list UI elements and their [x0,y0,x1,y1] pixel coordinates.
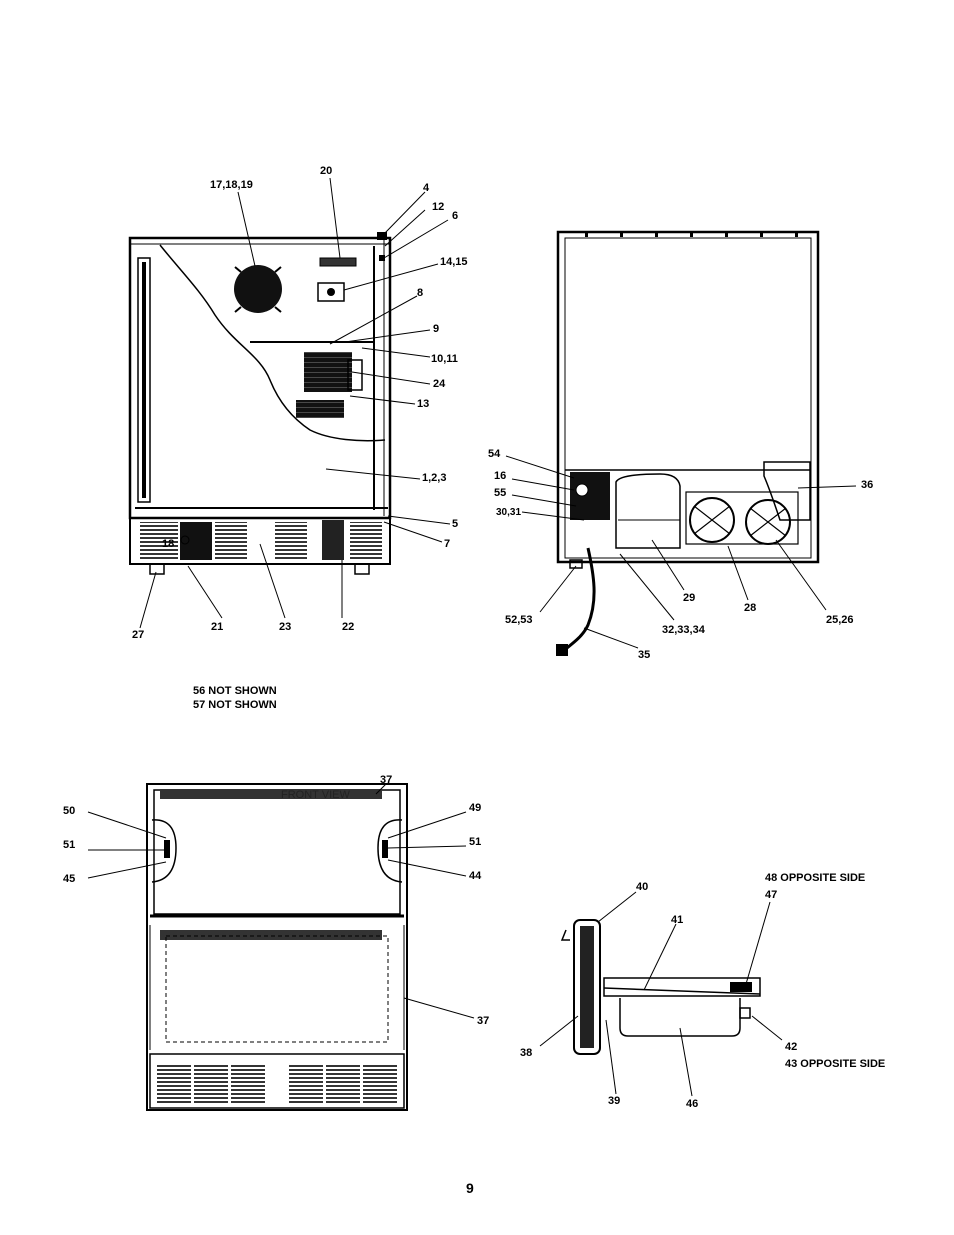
callout-8: 8 [417,287,424,299]
callout-7: 7 [444,538,451,550]
callout-23: 23 [279,621,292,633]
callout-28: 28 [744,602,757,614]
callout-47: 47 [765,889,778,901]
callout-41: 41 [671,914,684,926]
page-number: 9 [466,1180,474,1196]
note-56: 56 NOT SHOWN [193,685,277,697]
callout-49: 49 [469,802,482,814]
callout-36: 36 [861,479,874,491]
callout-37-side: 37 [477,1015,490,1027]
callout-50: 50 [63,805,76,817]
callout-1-2-3: 1,2,3 [422,472,447,484]
callout-21: 21 [211,621,224,633]
callout-6: 6 [452,210,459,222]
rear-view [505,230,857,656]
callout-37-top: 37 [380,774,393,786]
callout-35: 35 [638,649,651,661]
callout-29: 29 [683,592,696,604]
callout-22: 22 [342,621,355,633]
callout-20: 20 [320,165,333,177]
callout-24: 24 [433,378,446,390]
callout-25-26: 25,26 [826,614,854,626]
callout-10-11: 10,11 [431,353,458,365]
callout-30-31: 30,31 [496,507,522,518]
callout-48: 48 OPPOSITE SIDE [765,872,866,884]
callout-12: 12 [432,201,445,213]
callout-54: 54 [488,448,501,460]
front-view-caption: FRONT VIEW [281,789,350,801]
drawer-side-view [539,891,783,1097]
callout-44: 44 [469,870,482,882]
callout-17-18-19: 17,18,19 [210,179,253,191]
cabinet-cutaway-view [128,177,451,629]
callout-46: 46 [686,1098,699,1110]
callout-9: 9 [433,323,440,335]
callout-38: 38 [520,1047,533,1059]
callout-55: 55 [494,487,507,499]
callout-4: 4 [423,182,430,194]
callout-51-left: 51 [63,839,76,851]
callout-18: 18 [162,538,175,550]
callout-5: 5 [452,518,459,530]
callout-27: 27 [132,629,145,641]
callout-14-15: 14,15 [440,256,468,268]
callout-13: 13 [417,398,430,410]
callout-32-33-34: 32,33,34 [662,624,705,636]
callout-42: 42 [785,1041,798,1053]
callout-51-right: 51 [469,836,482,848]
callout-16: 16 [494,470,507,482]
front-view [87,783,475,1111]
note-57: 57 NOT SHOWN [193,699,277,711]
callout-40: 40 [636,881,649,893]
callout-52-53: 52,53 [505,614,533,626]
callout-43: 43 OPPOSITE SIDE [785,1058,886,1070]
callout-39: 39 [608,1095,621,1107]
callout-45: 45 [63,873,76,885]
